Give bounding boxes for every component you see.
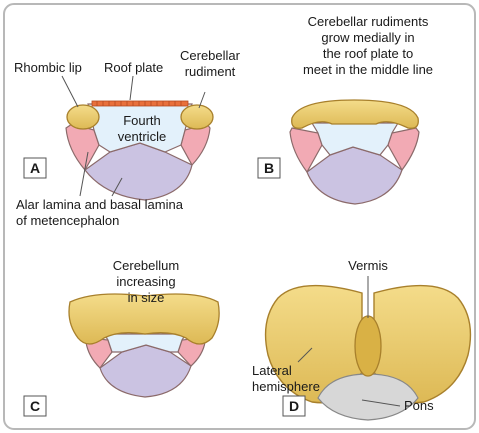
leader-pons [361, 399, 401, 407]
panel-d: Vermis Lateral hemisphere Pons D [252, 258, 472, 421]
leader-roof-plate [129, 75, 134, 101]
panel-b: Cerebellar rudiments grow medially in th… [257, 14, 433, 205]
rhombic-lip-left-a [66, 104, 100, 130]
alar-lamina-right-a [180, 123, 211, 167]
leader-cerebellar-rudiment [198, 91, 206, 109]
pons-d [317, 373, 419, 421]
roof-plate-a [91, 100, 189, 107]
label-lateral-hemisphere-2: hemisphere [252, 379, 320, 394]
panel-c-letter: C [30, 398, 40, 414]
label-rhombic-lip: Rhombic lip [14, 60, 82, 75]
cerebellar-rudiment-right-a [180, 104, 214, 130]
panel-a-letter-box [23, 157, 47, 179]
roof-plate-hatch [96, 101, 182, 106]
label-cerebellar-rudiment-1: Cerebellar [180, 48, 241, 63]
leader-lateral-hemisphere [297, 347, 313, 363]
label-fourth-ventricle-2: ventricle [118, 129, 166, 144]
panel-a: Rhombic lip Roof plate Cerebellar rudime… [14, 48, 241, 228]
caption-c-line-3: in size [128, 290, 165, 305]
leader-rhombic-lip [61, 75, 79, 108]
label-lateral-hemisphere-1: Lateral [252, 363, 292, 378]
caption-b-line-4: meet in the middle line [303, 62, 433, 77]
label-vermis: Vermis [348, 258, 388, 273]
caption-b-line-2: grow medially in [321, 30, 414, 45]
alar-lamina-right-b [387, 127, 420, 172]
fourth-ventricle-b [310, 122, 400, 156]
caption-b-line-3: the roof plate to [323, 46, 413, 61]
vermis-d [354, 315, 382, 377]
label-pons: Pons [404, 398, 434, 413]
panel-c-letter-box [23, 395, 47, 417]
leader-alar-basal-2 [111, 177, 123, 197]
caption-c-line-1: Cerebellum [113, 258, 179, 273]
panel-a-letter: A [30, 160, 40, 176]
cerebellar-rudiment-b [291, 99, 419, 129]
panel-c: Cerebellum increasing in size C [23, 258, 220, 417]
panel-d-letter-box [282, 395, 306, 417]
label-cerebellar-rudiment-2: rudiment [185, 64, 236, 79]
panel-b-letter-box [257, 157, 281, 179]
label-alar-basal-1: Alar lamina and basal lamina [16, 197, 184, 212]
cerebellum-c [68, 293, 220, 345]
panel-b-letter: B [264, 160, 274, 176]
label-roof-plate: Roof plate [104, 60, 163, 75]
label-fourth-ventricle-1: Fourth [123, 113, 161, 128]
leader-alar-basal [79, 151, 89, 197]
label-alar-basal-2: of metencephalon [16, 213, 119, 228]
caption-c-line-2: increasing [116, 274, 175, 289]
caption-b-line-1: Cerebellar rudiments [308, 14, 429, 29]
alar-lamina-left-a [65, 123, 100, 172]
panel-d-letter: D [289, 398, 299, 414]
alar-lamina-left-b [289, 127, 323, 174]
